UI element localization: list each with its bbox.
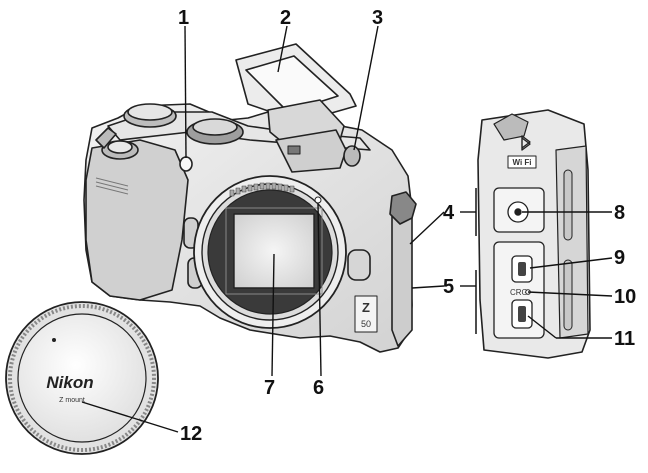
panel-groove-bottom (564, 260, 572, 330)
command-dial-top (193, 119, 237, 135)
shutter-ring (108, 141, 132, 153)
eye-sensor (288, 146, 300, 154)
usb-icon (518, 262, 526, 276)
panel-groove-top (564, 170, 572, 240)
callout-10: 10 (614, 286, 636, 308)
callout-12: 12 (180, 423, 202, 445)
flash-pop-up-button[interactable] (344, 146, 360, 166)
body-cap-index (52, 338, 56, 342)
callout-6: 6 (313, 377, 324, 399)
leader-5 (412, 286, 444, 288)
hdmi-icon (518, 306, 526, 322)
leader-4 (410, 212, 444, 244)
model-badge-top: Z (362, 300, 370, 315)
callout-9: 9 (614, 247, 625, 269)
lens-release-button[interactable] (348, 250, 370, 280)
callout-4: 4 (443, 202, 455, 224)
callout-8: 8 (614, 202, 625, 224)
wifi-icon: Wi Fi (512, 158, 531, 167)
callout-2: 2 (280, 7, 291, 29)
leader-1 (185, 26, 186, 158)
leader-3 (354, 26, 378, 150)
model-badge-bottom: 50 (361, 319, 371, 329)
lens-mount (194, 176, 346, 328)
body-cap-brand: Nikon (46, 373, 93, 392)
mounting-mark (315, 197, 321, 203)
callout-11: 11 (614, 328, 635, 350)
af-assist-illuminator (180, 157, 192, 171)
body-cap-mount: Z mount (59, 397, 85, 404)
microphone-icon (515, 209, 521, 215)
callout-7: 7 (264, 377, 275, 399)
connector-cover[interactable] (392, 210, 412, 346)
callout-1: 1 (178, 7, 189, 29)
mode-dial-top (128, 104, 172, 120)
callout-3: 3 (372, 7, 383, 29)
body-cap: Nikon Z mount (6, 302, 158, 454)
callout-5: 5 (443, 276, 454, 298)
camera-grip (86, 140, 188, 300)
charge-label: CRG (510, 288, 528, 297)
